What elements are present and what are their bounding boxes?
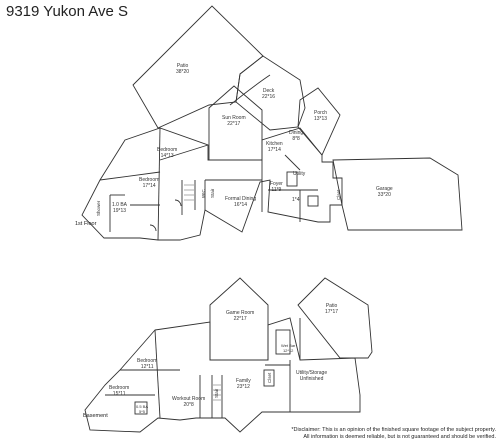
wic-label: WIC xyxy=(201,189,206,198)
basement-outline xyxy=(84,317,361,433)
stair-label-basement: Stair xyxy=(214,388,219,398)
room-label-closet-1x4: 1*4 xyxy=(292,197,300,203)
closet-label-1st: Clset xyxy=(336,189,341,200)
stair-label-1st: Stair xyxy=(210,188,215,198)
sunroom-outline xyxy=(208,85,263,161)
garage-outline xyxy=(332,157,463,231)
floor-label-1st: 1st Floor xyxy=(75,221,97,227)
porch-outline xyxy=(297,87,341,156)
floor-label-basement: Basement xyxy=(83,413,108,419)
utility-label: Utility xyxy=(293,171,306,177)
shower-label: Shower xyxy=(96,200,101,216)
patio-outline xyxy=(132,5,264,129)
deck-outline xyxy=(235,55,306,131)
address-title: 9319 Yukon Ave S xyxy=(6,3,129,20)
basement-patio-outline xyxy=(297,277,373,359)
disclaimer: *Disclaimer: This is an opinion of the f… xyxy=(291,427,496,440)
closet-label-basement: Clset xyxy=(267,372,272,383)
main-house-outline xyxy=(81,127,343,241)
